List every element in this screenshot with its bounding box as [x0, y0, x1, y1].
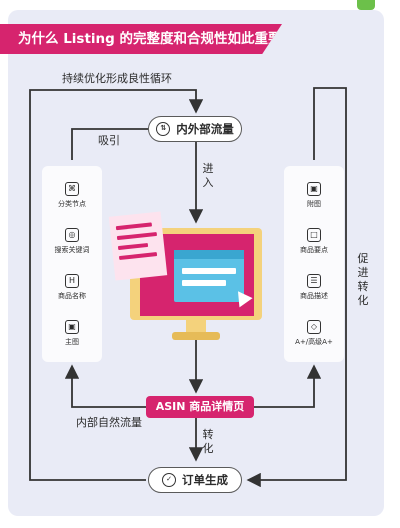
search-keyword-icon: ◎ [65, 228, 79, 242]
left-item-main-image: ▣ 主图 [65, 320, 79, 346]
traffic-node-label: 内外部流量 [176, 122, 234, 136]
main-image-icon: ▣ [65, 320, 79, 334]
left-item-keyword: ◎ 搜索关键词 [54, 228, 90, 254]
corner-accent [357, 0, 375, 10]
product-description-icon: ☰ [307, 274, 321, 288]
order-node-label: 订单生成 [182, 473, 228, 487]
right-item-bullet-points: □ 商品要点 [300, 228, 328, 254]
order-node: ✓ 订单生成 [148, 467, 242, 493]
enter-label: 进入 [202, 162, 214, 189]
a-plus-content-icon: ◇ [307, 320, 321, 334]
right-panel: ▣ 附图 □ 商品要点 ☰ 商品描述 ◇ A+/高级A+ [284, 166, 344, 362]
left-panel: ⌘ 分类节点 ◎ 搜索关键词 H 商品名称 ▣ 主图 [42, 166, 102, 362]
attract-line [71, 128, 148, 160]
browser-window-illustration [174, 250, 244, 302]
category-node-icon: ⌘ [65, 182, 79, 196]
right-item-description: ☰ 商品描述 [300, 274, 328, 300]
traffic-node: ⇅ 内外部流量 [148, 116, 242, 142]
product-name-icon: H [65, 274, 79, 288]
loop-label: 持续优化形成良性循环 [62, 72, 172, 85]
internal-traffic-line [64, 364, 146, 408]
left-item-category: ⌘ 分类节点 [58, 182, 86, 208]
right-item-a-plus: ◇ A+/高级A+ [295, 320, 333, 346]
asin-to-right-line [254, 364, 322, 408]
secondary-image-icon: ▣ [307, 182, 321, 196]
promote-convert-label: 促进转化 [357, 252, 369, 307]
promote-line [246, 87, 347, 488]
internal-traffic-label: 内部自然流量 [76, 416, 142, 429]
monitor-base [172, 332, 220, 340]
left-item-product-name: H 商品名称 [58, 274, 86, 300]
attract-label: 吸引 [98, 134, 120, 147]
traffic-icon: ⇅ [156, 122, 171, 136]
loop-line [29, 89, 204, 481]
right-item-secondary-image: ▣ 附图 [307, 182, 321, 208]
order-icon: ✓ [162, 473, 176, 487]
title-banner: 为什么 Listing 的完整度和合规性如此重要？ [0, 24, 282, 54]
convert-label: 转化 [202, 428, 214, 455]
monitor-stand [186, 320, 206, 334]
document-illustration [108, 211, 168, 281]
bullet-points-icon: □ [307, 228, 321, 242]
asin-detail-page-node: ASIN 商品详情页 [146, 396, 254, 418]
